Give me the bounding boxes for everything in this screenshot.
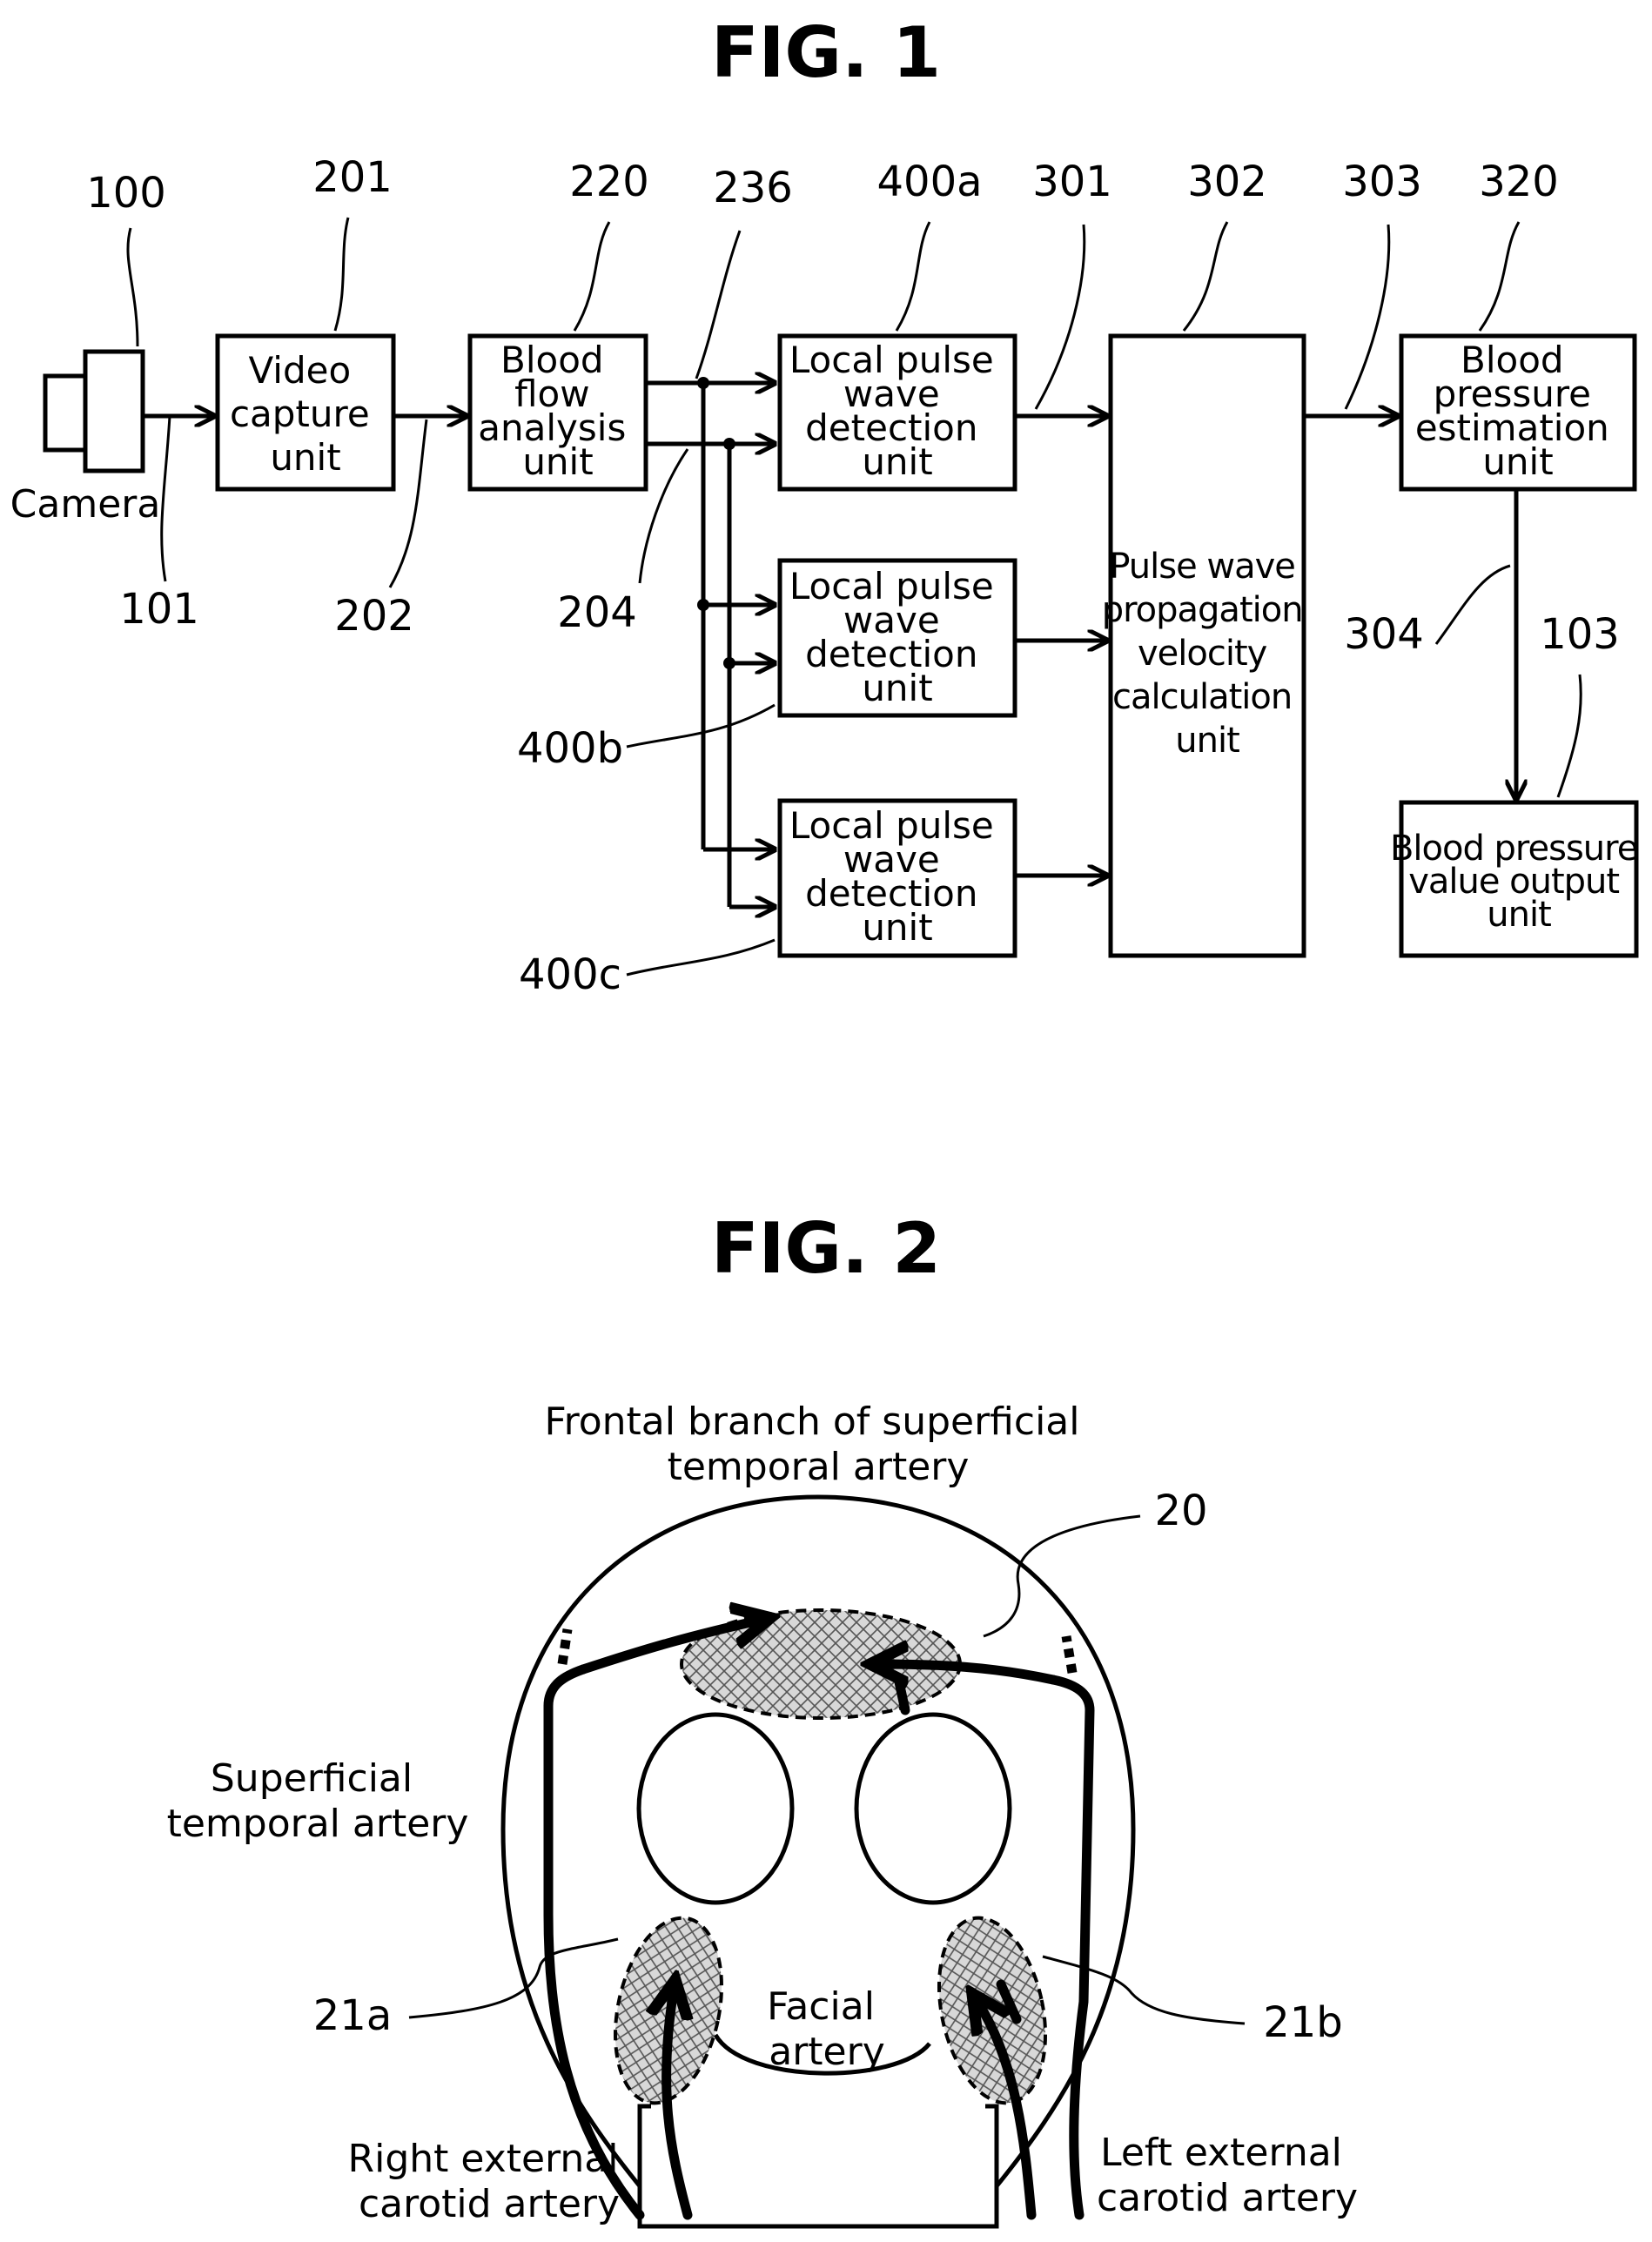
bp-out-line-3: unit	[1487, 895, 1551, 935]
video-capture-line-2: capture	[230, 393, 370, 435]
blood-pressure-estimation-unit: Blood pressure estimation unit	[1401, 336, 1635, 489]
ref-400b: 400b	[517, 724, 623, 773]
ref-302: 302	[1187, 158, 1267, 206]
local-pulse-wave-detection-unit-b: Local pulse wave detection unit	[780, 560, 1015, 715]
local-pulse-wave-detection-unit-c: Local pulse wave detection unit	[780, 801, 1015, 956]
lead-320	[1480, 222, 1519, 331]
fig2: FIG. 2 Frontal branch of superficial tem…	[167, 1208, 1358, 2226]
lead-21a	[409, 1939, 618, 2017]
lead-304	[1436, 566, 1510, 644]
camera-label: Camera	[10, 482, 161, 527]
video-capture-line-1: Video	[248, 349, 351, 392]
pulse-wave-propagation-velocity-calculation-unit: Pulse wave propagation velocity calculat…	[1102, 336, 1313, 956]
left-eye-outline	[856, 1715, 1010, 1903]
ref-220: 220	[569, 158, 649, 206]
fig1-title: FIG. 1	[711, 12, 941, 93]
bp-est-line-4: unit	[1482, 440, 1553, 483]
ref-101: 101	[119, 585, 199, 634]
ref-21b: 21b	[1263, 1998, 1343, 2047]
frontal-branch-label: Frontal branch of superficial temporal a…	[544, 1400, 1091, 1489]
lead-236	[696, 231, 740, 379]
video-capture-unit: Video capture unit	[218, 336, 393, 489]
ref-236: 236	[713, 164, 793, 212]
right-external-carotid-label: Right external carotid artery	[348, 2137, 631, 2226]
local-a-line-4: unit	[862, 440, 932, 483]
ref-320: 320	[1479, 158, 1559, 206]
junction-204	[723, 438, 735, 450]
left-external-carotid-label: Left external carotid artery	[1097, 2131, 1358, 2220]
lead-302	[1184, 222, 1227, 331]
ref-20: 20	[1154, 1487, 1207, 1535]
blood-flow-line-4: unit	[522, 440, 593, 483]
lead-400b	[627, 705, 775, 747]
video-capture-line-3: unit	[270, 436, 340, 479]
pwv-line-4: calculation	[1112, 677, 1292, 717]
lead-400c	[627, 940, 775, 975]
fig2-title: FIG. 2	[711, 1208, 941, 1289]
ref-400a: 400a	[876, 158, 982, 206]
lead-220	[574, 222, 609, 331]
pwv-line-3: velocity	[1138, 634, 1267, 674]
ref-21a: 21a	[313, 1991, 393, 2040]
ref-201: 201	[312, 153, 393, 202]
right-eye-outline	[639, 1715, 792, 1903]
ref-303: 303	[1342, 158, 1422, 206]
ref-103: 103	[1540, 610, 1620, 659]
local-b-line-4: unit	[862, 667, 932, 709]
lead-201	[335, 218, 348, 331]
lead-301	[1036, 225, 1085, 409]
head-outline	[503, 1497, 1133, 2226]
blood-pressure-value-output-unit: Blood pressure value output unit	[1390, 802, 1648, 956]
lead-20	[984, 1516, 1140, 1636]
ref-100: 100	[86, 169, 166, 218]
ref-204: 204	[557, 588, 637, 637]
junction-236	[697, 377, 709, 389]
lead-101	[162, 416, 170, 581]
facial-artery-label: Facial artery	[767, 1984, 887, 2074]
pwv-line-1: Pulse wave	[1109, 547, 1295, 587]
ref-304: 304	[1344, 610, 1424, 659]
ref-301: 301	[1032, 158, 1112, 206]
lead-21b	[1043, 1957, 1245, 2024]
region-21b	[923, 1908, 1061, 2112]
ref-400c: 400c	[519, 950, 621, 999]
lead-303	[1346, 225, 1389, 409]
camera-icon	[45, 352, 143, 471]
pwv-line-2: propagation	[1102, 590, 1303, 630]
lead-103	[1558, 675, 1581, 797]
lead-100	[128, 228, 138, 346]
local-pulse-wave-detection-unit-a: Local pulse wave detection unit	[780, 336, 1015, 489]
local-c-line-4: unit	[862, 906, 932, 949]
superficial-temporal-label: Superficial temporal artery	[167, 1756, 469, 1846]
pwv-line-5: unit	[1175, 721, 1239, 761]
blood-flow-analysis-unit: Blood flow analysis unit	[470, 336, 646, 489]
ref-202: 202	[334, 592, 414, 641]
lead-400a	[897, 222, 930, 331]
fig1: FIG. 1 Camera 100 101	[10, 12, 1648, 999]
